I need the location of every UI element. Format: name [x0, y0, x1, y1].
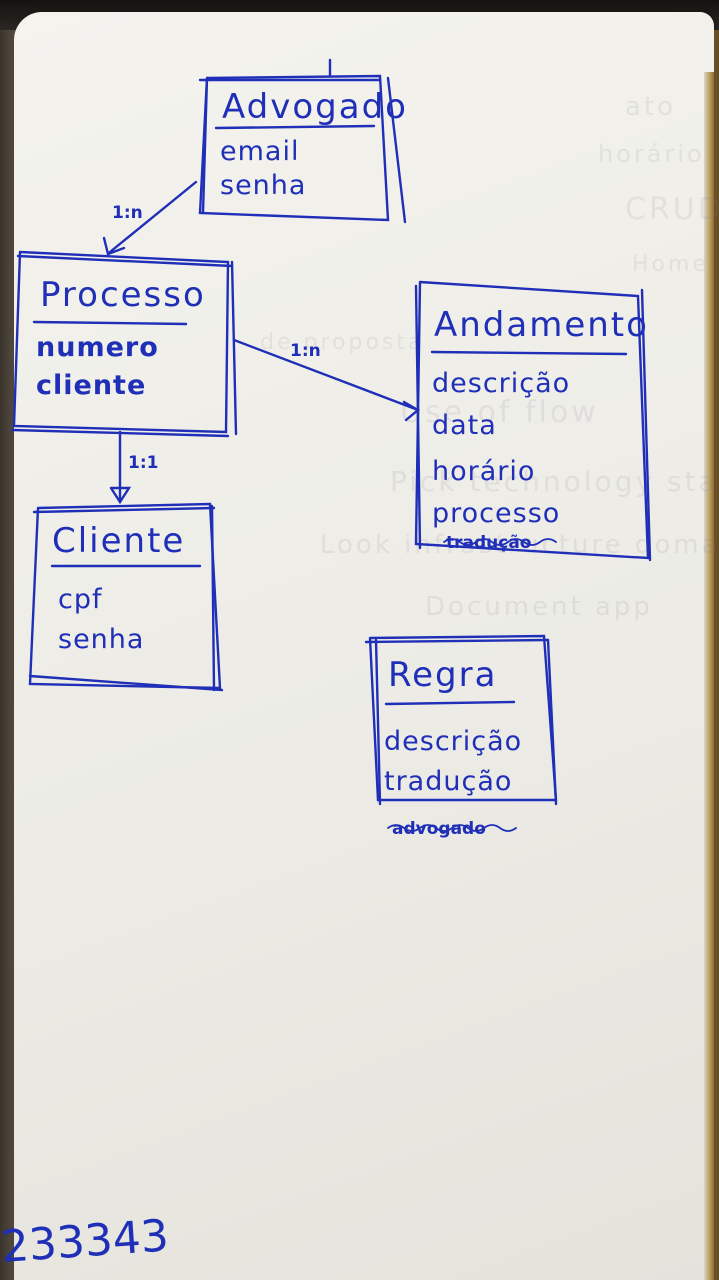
regra-box-top-double	[364, 638, 550, 644]
entity-cliente: Cliente cpf senha	[28, 502, 224, 692]
cardinality-label: 1:n	[290, 341, 321, 361]
ghost-text-1: ato	[625, 92, 677, 122]
regra-title: Regra	[388, 655, 497, 695]
relationship-processo-andamento: 1:n	[232, 338, 421, 422]
arrow-head	[109, 486, 132, 505]
andamento-attr-descricao: descrição	[432, 368, 570, 399]
advogado-attr-senha: senha	[220, 170, 306, 201]
ghost-text-3: CRUD	[625, 192, 719, 227]
entity-advogado: Advogado email senha	[198, 58, 408, 224]
cliente-attr-cpf: cpf	[58, 584, 103, 615]
ghost-text-8: Look infrastructure domain	[320, 530, 719, 560]
arrow-head	[102, 236, 126, 256]
andamento-box	[414, 280, 650, 560]
regra-attr-descricao: descrição	[384, 726, 522, 757]
relationship-line	[232, 338, 420, 412]
andamento-strike-scribble	[443, 538, 557, 546]
advogado-box	[198, 74, 390, 222]
advogado-box-left-double	[201, 76, 209, 215]
processo-box-right-double	[230, 260, 238, 436]
footer-digits: 233343	[0, 1210, 170, 1273]
cliente-box	[28, 502, 222, 690]
andamento-divider	[430, 350, 628, 356]
entity-regra: Regra descrição tradução advogado	[364, 634, 558, 839]
cliente-box-top-double	[32, 506, 216, 514]
ghost-text-5: de proposta	[260, 330, 425, 355]
regra-box-left-double	[374, 638, 382, 806]
andamento-attr-horario: horário	[432, 456, 535, 487]
cardinality-label: 1:1	[128, 453, 158, 473]
cliente-attr-senha: senha	[58, 624, 144, 655]
advogado-divider	[214, 124, 376, 130]
andamento-box-right-double	[640, 288, 652, 562]
advogado-title: Advogado	[222, 87, 408, 127]
andamento-title: Andamento	[434, 305, 649, 345]
processo-attr-cliente: cliente	[36, 370, 146, 401]
ghost-text-7: Pick technology stack	[390, 465, 719, 498]
relationship-processo-cliente: 1:1	[109, 430, 158, 505]
advogado-attr-email: email	[220, 136, 299, 167]
regra-strike-scribble	[387, 824, 517, 832]
andamento-attr-data: data	[432, 410, 497, 441]
entity-andamento: Andamento descrição data horário process…	[414, 280, 652, 562]
relationship-advogado-processo: 1:n	[102, 180, 198, 256]
processo-box-top-double	[16, 254, 234, 268]
cliente-box-right-double	[210, 504, 216, 692]
page-edge	[704, 72, 714, 1280]
cliente-title: Cliente	[52, 521, 185, 561]
relationship-line	[108, 180, 198, 254]
arrow-head	[402, 400, 421, 422]
ghost-text-4: Home	[632, 252, 709, 277]
andamento-box-left-double	[414, 284, 422, 550]
regra-attr-traducao: tradução	[384, 766, 512, 797]
processo-title: Processo	[40, 275, 206, 315]
advogado-box-side-extra	[386, 76, 407, 224]
notebook-page	[14, 12, 714, 1280]
ghost-text-9: Document app	[425, 592, 653, 622]
processo-attr-numero: numero	[36, 332, 159, 363]
processo-divider	[32, 320, 188, 326]
ghost-text-2: horário	[598, 140, 705, 168]
regra-divider	[384, 700, 516, 706]
entity-processo: Processo numero cliente	[10, 250, 238, 438]
ghost-text-6: Use of flow	[400, 395, 599, 430]
regra-box-right-double	[546, 638, 558, 806]
andamento-attr-processo: processo	[432, 498, 560, 529]
processo-box	[12, 250, 230, 434]
cardinality-label: 1:n	[112, 203, 143, 223]
andamento-attr-struck: tradução	[446, 533, 531, 553]
cliente-box-bottom-double	[28, 674, 224, 692]
